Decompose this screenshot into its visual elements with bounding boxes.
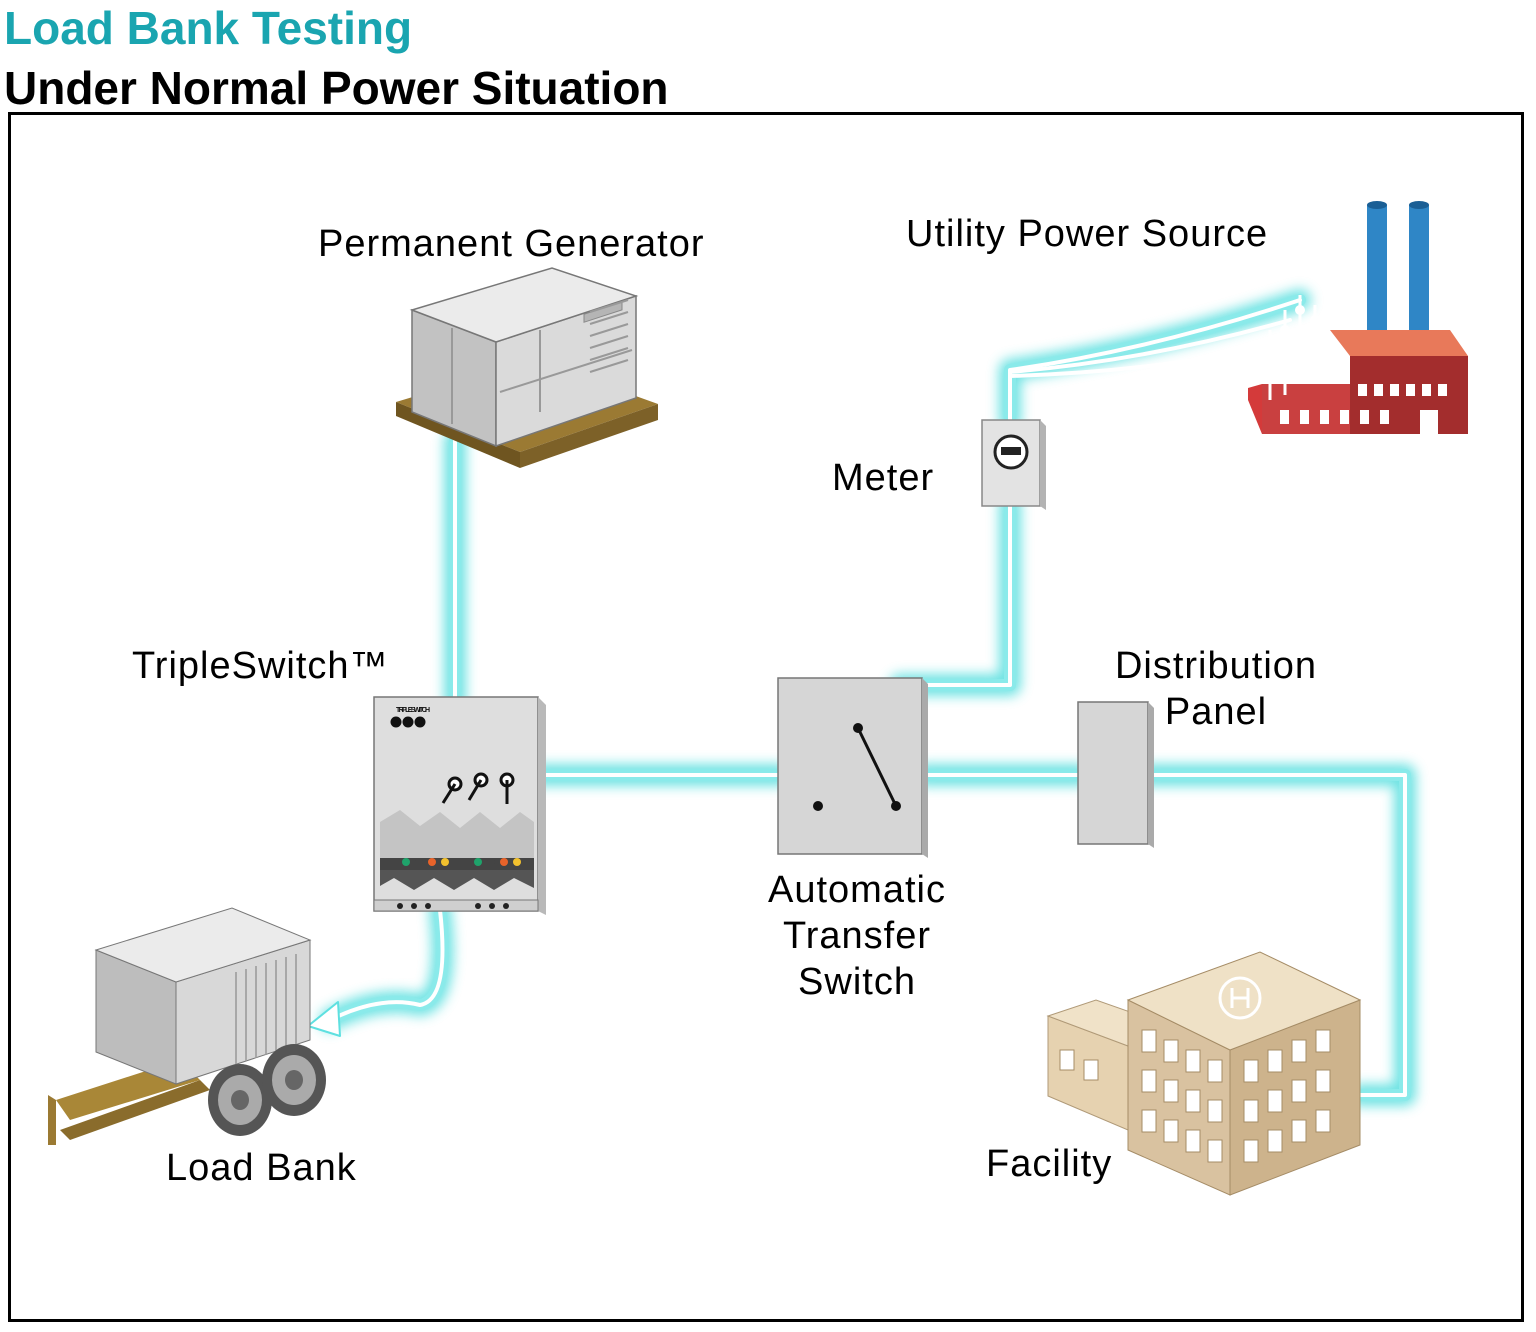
label-panel-line2: Panel bbox=[1165, 691, 1267, 733]
automatic-transfer-switch bbox=[777, 677, 928, 858]
label-panel-line1: Distribution bbox=[1115, 645, 1317, 687]
label-load-bank: Load Bank bbox=[166, 1147, 357, 1189]
label-ats-line1: Automatic bbox=[768, 869, 946, 911]
utility-factory bbox=[1248, 201, 1468, 434]
tripleswitch-logo: TRIPLE SWITCH bbox=[396, 707, 430, 714]
label-meter: Meter bbox=[832, 457, 934, 499]
label-facility: Facility bbox=[986, 1143, 1112, 1185]
label-ats-line3: Switch bbox=[798, 961, 916, 1003]
diagram-frame bbox=[8, 112, 1524, 1322]
page-title: Load Bank Testing bbox=[4, 2, 413, 54]
label-tripleswitch: TripleSwitch™ bbox=[132, 645, 389, 687]
label-utility-power-source: Utility Power Source bbox=[906, 213, 1268, 255]
label-ats-line2: Transfer bbox=[783, 915, 931, 957]
permanent-generator bbox=[396, 267, 658, 468]
meter bbox=[981, 419, 1046, 510]
tripleswitch-unit: TRIPLE SWITCH bbox=[373, 696, 546, 915]
label-permanent-generator: Permanent Generator bbox=[318, 223, 705, 265]
power-connections bbox=[307, 289, 1416, 1106]
load-bank-trailer bbox=[48, 907, 326, 1145]
arrow-head bbox=[307, 1001, 341, 1037]
page-subtitle: Under Normal Power Situation bbox=[4, 62, 669, 114]
distribution-panel bbox=[1077, 701, 1154, 848]
facility-building bbox=[1046, 951, 1362, 1196]
wire-ats-meter bbox=[889, 494, 1021, 696]
